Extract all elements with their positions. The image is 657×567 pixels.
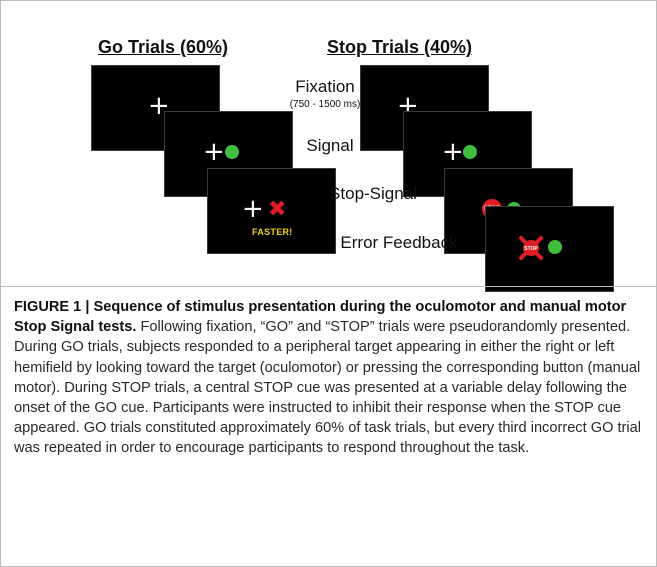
go-target-dot-icon bbox=[225, 145, 239, 159]
caption-label: FIGURE 1 | Sequence of stimulus presenta… bbox=[14, 299, 627, 336]
stage-label-stop-signal: Stop-Signal bbox=[329, 184, 417, 203]
figure-panel: Go Trials (60%) Stop Trials (40%) + + + … bbox=[1, 1, 656, 292]
faster-feedback-text: FASTER! bbox=[252, 227, 293, 237]
stop-trials-title: Stop Trials (40%) bbox=[327, 37, 473, 57]
fixation-cross-icon: + bbox=[203, 137, 225, 167]
caption-divider bbox=[1, 286, 656, 287]
stage-label-signal: Signal bbox=[306, 136, 354, 155]
fixation-cross-icon: + bbox=[442, 137, 464, 167]
go-fixation-screen: + bbox=[91, 65, 220, 151]
figure-caption: FIGURE 1 | Sequence of stimulus presenta… bbox=[14, 297, 646, 459]
stage-label-fixation: Fixation bbox=[295, 77, 355, 96]
fixation-cross-icon: + bbox=[242, 194, 264, 224]
caption-text: Following fixation, “GO” and “STOP” tria… bbox=[14, 319, 641, 457]
stage-label-fixation-duration: (750 - 1500 ms) bbox=[289, 99, 361, 110]
error-x-icon: ✖ bbox=[268, 197, 287, 222]
go-feedback-screen: + ✖ FASTER! bbox=[207, 168, 336, 254]
go-target-dot-icon bbox=[548, 240, 562, 254]
stop-error-screen: STOP bbox=[485, 206, 614, 292]
go-target-dot-icon bbox=[463, 145, 477, 159]
go-trials-title: Go Trials (60%) bbox=[98, 37, 229, 57]
stage-label-error-feedback: Error Feedback bbox=[340, 233, 458, 252]
svg-text:STOP: STOP bbox=[524, 246, 538, 252]
stop-error-x-icon: STOP bbox=[519, 236, 543, 260]
